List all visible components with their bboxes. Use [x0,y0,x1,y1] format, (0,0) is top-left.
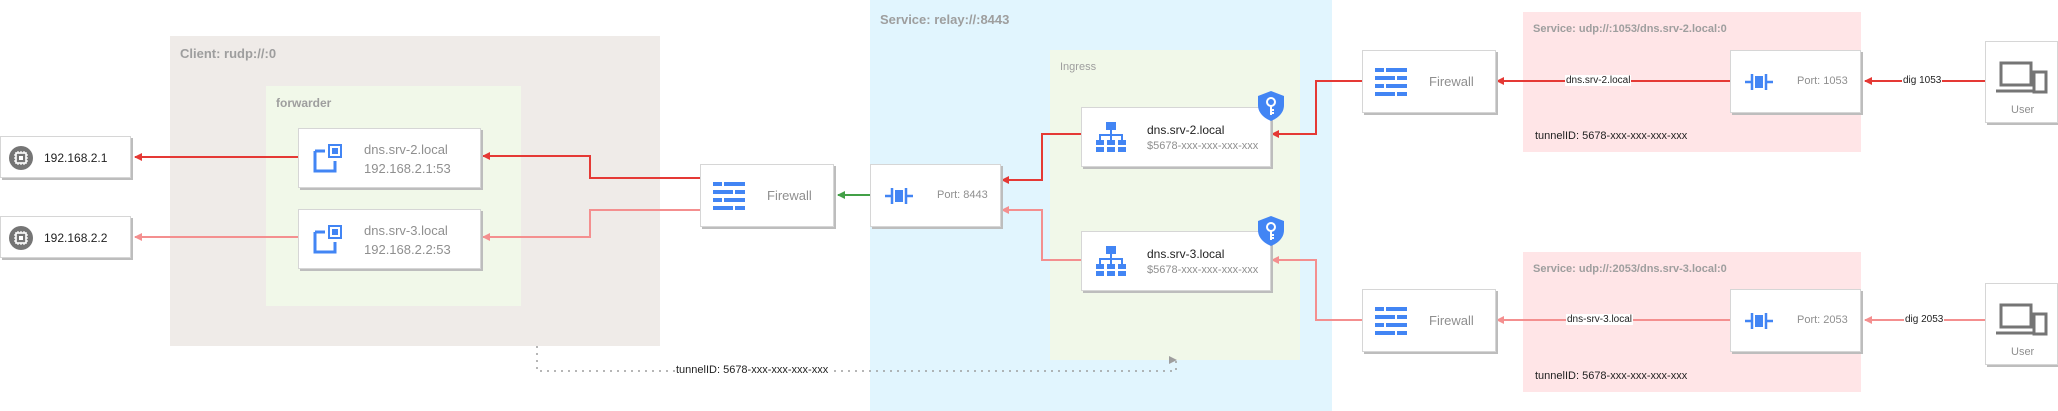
network-tree-icon [1096,246,1126,276]
forwarder-node-1-addr: 192.168.2.1:53 [364,161,451,176]
port-icon [1745,69,1773,95]
edge-ingress2-relay [1001,206,1081,261]
client-firewall[interactable]: Firewall [700,164,834,227]
ingress-rule-2[interactable]: dns.srv-3.local $5678-xxx-xxx-xxx-xxx [1081,231,1271,291]
forward-node-icon [311,143,343,175]
firewall-icon [1375,307,1407,335]
chip-icon [9,226,33,250]
ingress-rule-2-name: dns.srv-3.local [1147,247,1225,261]
user-2-label: User [2011,346,2035,358]
host-2-address: 192.168.2.2 [44,231,108,245]
edge-ingress1-relay [1001,133,1081,184]
forwarder-node-2[interactable]: dns.srv-3.local 192.168.2.2:53 [298,209,481,269]
tunnel-id-label-2: tunnelID: 5678-xxx-xxx-xxx-xxx [1535,370,1688,382]
host-1-address: 192.168.2.1 [44,151,108,165]
laptop-phone-icon [1996,60,2048,96]
forwarder-node-1-name: dns.srv-2.local [364,142,448,157]
firewall-1-label: Firewall [1429,74,1474,89]
tunnel-id-label-bottom: tunnelID: 5678-xxx-xxx-xxx-xxx [675,364,830,376]
port-icon [885,183,913,209]
relay-port[interactable]: Port: 8443 [870,164,1001,227]
service-relay-region-title: Service: relay://:8443 [880,12,1010,27]
user-1-label: User [2011,104,2035,116]
host-card-2[interactable]: 192.168.2.2 [0,216,131,258]
firewall-icon [713,182,745,210]
laptop-phone-icon [1996,302,2048,338]
firewall-1[interactable]: Firewall [1362,50,1496,113]
ingress-region-title: Ingress [1060,61,1097,73]
edge-label-fw1: dns.srv-2.local [1565,75,1632,86]
ingress-rule-1-id: $5678-xxx-xxx-xxx-xxx [1147,140,1259,152]
port-1-label: Port: 1053 [1797,75,1848,87]
client-region-title: Client: rudp://:0 [180,46,277,61]
edge-tunnel [536,346,1177,372]
user-card-2[interactable]: User [1985,283,2058,365]
firewall-2[interactable]: Firewall [1362,289,1496,352]
host-card-1[interactable]: 192.168.2.1 [0,136,131,178]
edge-clientfw-fwd1 [482,152,700,179]
edge-label-dig-2053: dig 2053 [1904,314,1945,325]
edge-fw2-ingress2 [1271,256,1362,321]
firewall-icon [1375,68,1407,96]
forwarder-region-title: forwarder [276,96,332,110]
edge-label-dig-1053: dig 1053 [1902,75,1943,86]
chip-icon [9,146,33,170]
forwarder-node-2-addr: 192.168.2.2:53 [364,242,451,257]
forwarder-node-2-name: dns.srv-3.local [364,223,448,238]
edge-clientfw-fwd2 [482,209,700,241]
ingress-rule-1[interactable]: dns.srv-2.local $5678-xxx-xxx-xxx-xxx [1081,107,1271,167]
key-shield-icon [1258,91,1284,121]
edge-fw1-ingress1 [1271,80,1362,138]
user-card-1[interactable]: User [1985,41,2058,123]
service-udp-1-region-title: Service: udp://:1053/dns.srv-2.local:0 [1533,23,1727,35]
port-icon [1745,308,1773,334]
edge-label-fw2: dns-srv-3.local [1566,314,1634,325]
forwarder-node-1[interactable]: dns.srv-2.local 192.168.2.1:53 [298,128,481,188]
network-tree-icon [1096,122,1126,152]
port-1[interactable]: Port: 1053 [1730,50,1861,113]
forward-node-icon [311,224,343,256]
relay-port-label: Port: 8443 [937,189,988,201]
ingress-rule-1-name: dns.srv-2.local [1147,123,1225,137]
forwarder-region [266,86,521,306]
port-2[interactable]: Port: 2053 [1730,289,1861,352]
firewall-2-label: Firewall [1429,313,1474,328]
port-2-label: Port: 2053 [1797,314,1848,326]
key-shield-icon [1258,216,1284,246]
tunnel-id-label-1: tunnelID: 5678-xxx-xxx-xxx-xxx [1535,130,1688,142]
service-udp-2-region-title: Service: udp://:2053/dns.srv-3.local:0 [1533,263,1727,275]
client-firewall-label: Firewall [767,188,812,203]
ingress-rule-2-id: $5678-xxx-xxx-xxx-xxx [1147,264,1259,276]
